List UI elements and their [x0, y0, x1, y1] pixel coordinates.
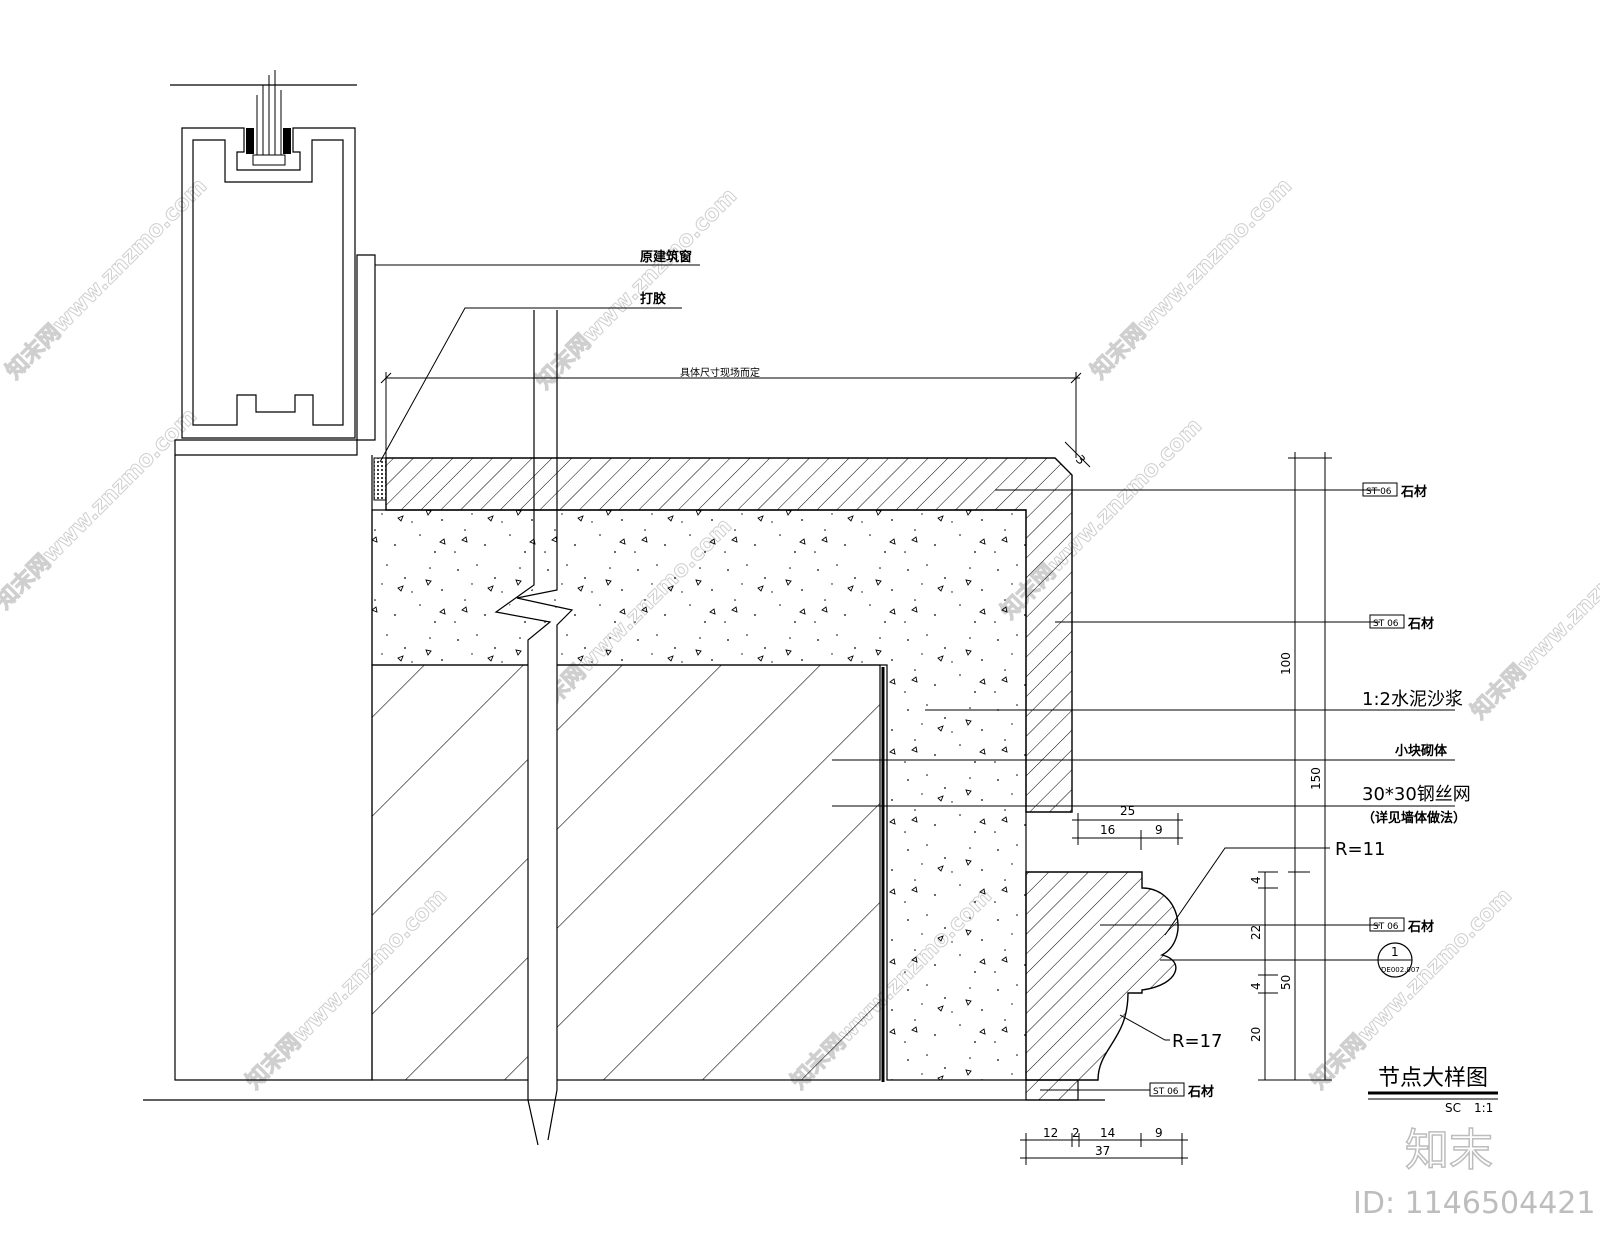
label-radius-lower: R=17 [1172, 1031, 1223, 1052]
detail-ref-sheet: DE002.007 [1381, 966, 1420, 974]
right-dimensions: 100 150 50 4 22 4 20 [1249, 452, 1332, 1081]
chamfer-dimension: 3 [1064, 441, 1091, 468]
tag-code: ST 06 [1373, 922, 1399, 932]
dim-bottom-total: 37 [1095, 1144, 1110, 1158]
watermark-text: 知末网www.znzmo.com [1, 173, 212, 384]
watermark-text: 知末网www.znzmo.com [1086, 173, 1297, 384]
tag-code: ST 06 [1373, 619, 1399, 629]
title-code: SC [1445, 1101, 1461, 1115]
dim-right-upper: 100 [1279, 652, 1293, 675]
dim-right-d2: 22 [1249, 925, 1263, 940]
brand-logo: 知末 [1405, 1125, 1493, 1176]
stone-skirting [1025, 871, 1179, 1081]
leader-lines [375, 264, 1455, 1091]
label-radius-upper: R=11 [1335, 839, 1386, 860]
label-mortar: 1:2水泥沙浆 [1362, 689, 1463, 710]
moulding-top-dimensions: 25 16 9 [1072, 804, 1183, 850]
dim-bottom-c: 14 [1100, 1126, 1115, 1140]
window-frame [170, 70, 376, 1081]
label-size-note: 具体尺寸现场而定 [680, 366, 760, 379]
detail-ref-number: 1 [1391, 945, 1399, 959]
dim-bottom-a: 12 [1043, 1126, 1058, 1140]
label-mesh: 30*30钢丝网 [1362, 784, 1471, 805]
label-masonry: 小块砌体 [1395, 743, 1448, 759]
label-mesh-note: （详见墙体做法） [1362, 810, 1466, 826]
stone-tag-4: ST 06 石材 [1149, 1082, 1214, 1100]
label-stone-3: 石材 [1407, 919, 1434, 935]
label-stone-2: 石材 [1407, 616, 1434, 632]
label-stone-1: 石材 [1400, 484, 1427, 500]
watermark-text: 知末网www.znzmo.com [0, 403, 202, 614]
drawing-title: 节点大样图 [1378, 1066, 1488, 1091]
label-original-window: 原建筑窗 [640, 249, 692, 265]
watermark-text: 知末网www.znzmo.com [1466, 513, 1600, 724]
dim-top-b: 9 [1155, 823, 1163, 837]
dim-right-lower: 50 [1279, 975, 1293, 990]
title-block: 节点大样图 SC 1:1 [1368, 1066, 1498, 1115]
dim-right-d4: 20 [1249, 1027, 1263, 1042]
dim-bottom-d: 9 [1155, 1126, 1163, 1140]
stone-tag-3: ST 06 石材 [1369, 917, 1434, 935]
masonry-block [371, 664, 881, 1081]
sealant-bead [373, 457, 387, 501]
watermark-text: 知末网www.znzmo.com [531, 183, 742, 394]
dim-top-total: 25 [1120, 804, 1135, 818]
tag-code: ST 06 [1153, 1087, 1179, 1097]
detail-reference-symbol: 1 DE002.007 [1377, 942, 1420, 978]
chamfer-text: 3 [1073, 452, 1088, 467]
label-stone-4: 石材 [1187, 1084, 1214, 1100]
label-sealant: 打胶 [640, 291, 666, 307]
dim-right-d1: 4 [1249, 876, 1263, 884]
watermark-text: 知末网www.znzmo.com [1306, 883, 1517, 1094]
dim-bottom-b: 2 [1072, 1126, 1080, 1140]
stone-tag-1: ST 06 石材 [1362, 482, 1427, 500]
dim-right-d3: 4 [1249, 982, 1263, 990]
title-scale: 1:1 [1474, 1101, 1493, 1115]
tag-code: ST 06 [1366, 487, 1392, 497]
top-dimension [380, 372, 1082, 458]
dim-right-outer: 150 [1309, 767, 1323, 790]
bottom-dimensions: 12 2 14 9 37 [1020, 1126, 1188, 1165]
image-id: ID: 1146504421 [1353, 1186, 1595, 1221]
dim-top-a: 16 [1100, 823, 1115, 837]
stone-tag-2: ST 06 石材 [1369, 614, 1434, 632]
break-line-right [516, 310, 574, 1141]
